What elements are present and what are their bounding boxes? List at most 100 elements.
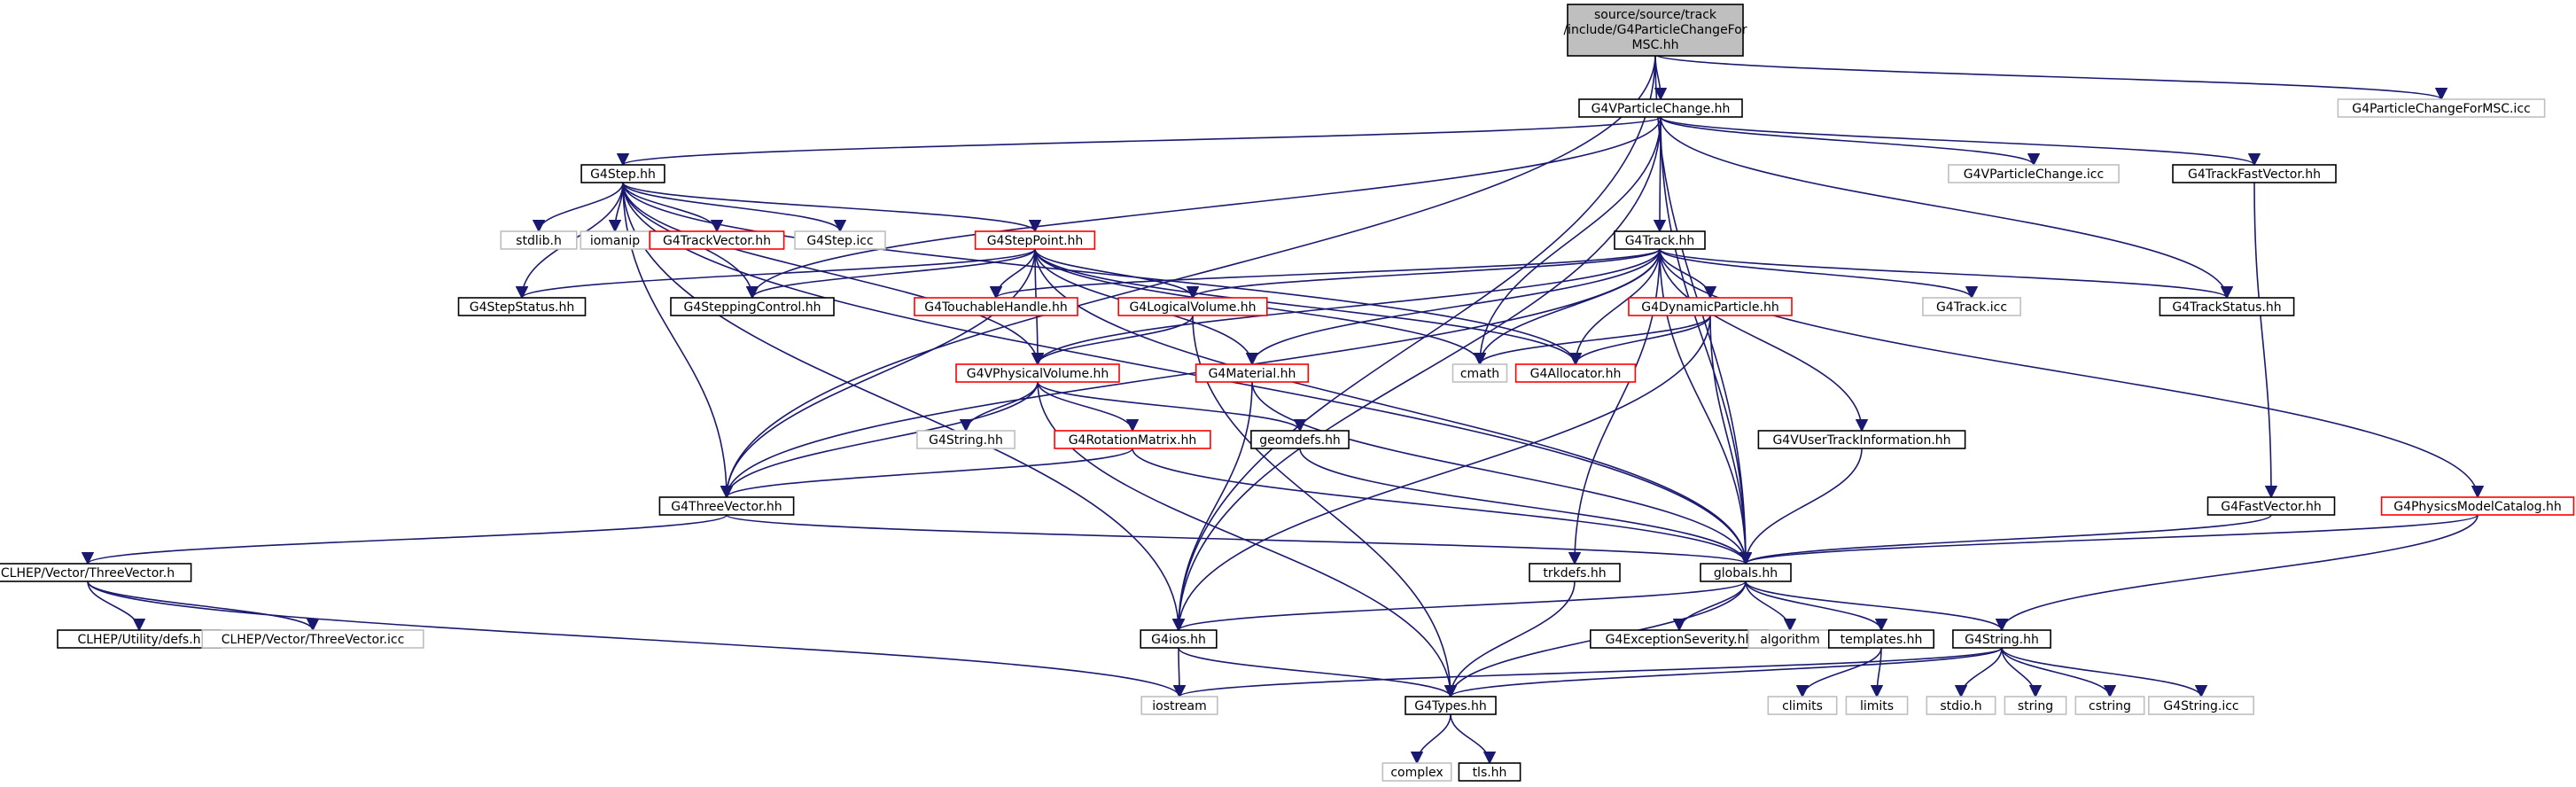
edge-step-to-steppoint (622, 182, 1041, 233)
edge-g4ios-to-g4types (1178, 647, 1458, 698)
node-pcfmsc_icc[interactable]: G4ParticleChangeForMSC.icc (2337, 98, 2546, 118)
node-fastvector[interactable]: G4FastVector.hh (2206, 496, 2336, 516)
node-steppoint[interactable]: G4StepPoint.hh (974, 230, 1096, 250)
edge-step-to-allocator (622, 182, 1583, 366)
node-g4string2[interactable]: G4String.hh (1952, 629, 2051, 649)
node-threevector[interactable]: G4ThreeVector.hh (658, 496, 795, 516)
node-dynamic[interactable]: G4DynamicParticle.hh (1628, 297, 1793, 316)
node-box-g4string_icc (2148, 696, 2255, 715)
node-geomdefs[interactable]: geomdefs.hh (1250, 430, 1350, 449)
node-label-fastvector: G4FastVector.hh (2221, 500, 2321, 514)
node-track_icc[interactable]: G4Track.icc (1922, 297, 2021, 316)
edge-track-to-dynamic (1659, 248, 1717, 300)
node-box-clhep_tv (0, 563, 192, 582)
edge-fastvector-to-globals (1739, 514, 2272, 565)
edge-threevector-to-clhep_tv (82, 514, 728, 565)
node-label-stdio: stdio.h (1940, 699, 1981, 713)
node-steppingcontrol[interactable]: G4SteppingControl.hh (670, 297, 835, 316)
node-g4ios[interactable]: G4ios.hh (1140, 629, 1218, 649)
node-label-tls: tls.hh (1473, 766, 1507, 780)
edge-step-to-threevector (622, 182, 734, 499)
node-stdlib[interactable]: stdlib.h (500, 230, 578, 250)
edge-steppoint-to-logical (1034, 248, 1200, 300)
root-node-line-1: source/source/track (1594, 8, 1717, 22)
edge-threevector-to-globals (726, 514, 1752, 565)
node-iostream[interactable]: iostream (1140, 696, 1218, 715)
edge-track-to-vuti (1659, 248, 1869, 432)
node-vpc_icc[interactable]: G4VParticleChange.icc (1948, 164, 2120, 183)
node-track[interactable]: G4Track.hh (1614, 230, 1706, 250)
node-vuti[interactable]: G4VUserTrackInformation.hh (1757, 430, 1966, 449)
node-excsev[interactable]: G4ExceptionSeverity.hh (1590, 629, 1770, 649)
node-pmc[interactable]: G4PhysicsModelCatalog.hh (2380, 496, 2575, 516)
edge-steppoint-to-stepstatus (516, 248, 1036, 300)
edge-clhep_tv-to-clhep_icc (87, 581, 320, 632)
node-box-step (580, 164, 665, 183)
node-box-g4ios (1140, 629, 1218, 649)
root-node[interactable]: source/source/track /include/G4ParticleC… (1563, 4, 1747, 57)
node-material[interactable]: G4Material.hh (1195, 363, 1310, 383)
node-algorithm[interactable]: algorithm (1747, 629, 1833, 649)
node-label-steppingcontrol: G4SteppingControl.hh (684, 300, 821, 315)
node-climits[interactable]: climits (1767, 696, 1838, 715)
node-step_icc[interactable]: G4Step.icc (794, 230, 886, 250)
node-vphys[interactable]: G4VPhysicalVolume.hh (955, 363, 1120, 383)
node-label-vphys: G4VPhysicalVolume.hh (967, 367, 1109, 381)
node-label-track: G4Track.hh (1625, 234, 1695, 248)
node-complex[interactable]: complex (1381, 762, 1452, 782)
node-cstring[interactable]: cstring (2074, 696, 2145, 715)
node-g4string_icc[interactable]: G4String.icc (2148, 696, 2255, 715)
node-box-climits (1767, 696, 1838, 715)
edge-vphys-to-rotation (1037, 381, 1140, 432)
edge-rotation-to-globals (1132, 448, 1753, 565)
node-touchable[interactable]: G4TouchableHandle.hh (914, 297, 1078, 316)
node-iomanip[interactable]: iomanip (580, 230, 650, 250)
node-box-material (1195, 363, 1310, 383)
node-globals[interactable]: globals.hh (1700, 563, 1792, 582)
node-clhep_tv[interactable]: CLHEP/Vector/ThreeVector.h (0, 563, 192, 582)
node-tls[interactable]: tls.hh (1458, 762, 1521, 782)
edge-vpc-to-cmath (1473, 116, 1662, 366)
node-clhep_defs[interactable]: CLHEP/Utility/defs.h (57, 629, 222, 649)
node-label-steppoint: G4StepPoint.hh (987, 234, 1084, 248)
node-label-iomanip: iomanip (590, 234, 640, 248)
node-trackstatus[interactable]: G4TrackStatus.hh (2159, 297, 2295, 316)
edge-track-to-pmc (1659, 248, 2485, 499)
edge-g4string2-to-string (2001, 647, 2043, 698)
node-trkdefs[interactable]: trkdefs.hh (1529, 563, 1621, 582)
node-stdio[interactable]: stdio.h (1926, 696, 1996, 715)
node-g4string[interactable]: G4String.hh (916, 430, 1016, 449)
root-node-line-3: MSC.hh (1632, 38, 1679, 52)
node-rotation[interactable]: G4RotationMatrix.hh (1054, 430, 1211, 449)
node-allocator[interactable]: G4Allocator.hh (1514, 363, 1637, 383)
node-tfv[interactable]: G4TrackFastVector.hh (2172, 164, 2337, 183)
node-label-limits: limits (1860, 699, 1894, 713)
node-box-cmath (1451, 363, 1508, 383)
node-cmath[interactable]: cmath (1451, 363, 1508, 383)
edge-root-to-g4ios (1171, 53, 1656, 632)
node-label-clhep_defs: CLHEP/Utility/defs.h (77, 633, 200, 647)
edge-dynamic-to-cmath (1473, 315, 1711, 366)
node-box-touchable (914, 297, 1078, 316)
edge-vpc-to-tfv (1660, 116, 2261, 167)
node-logical[interactable]: G4LogicalVolume.hh (1117, 297, 1268, 316)
node-clhep_icc[interactable]: CLHEP/Vector/ThreeVector.icc (201, 629, 424, 649)
node-label-g4string2: G4String.hh (1965, 633, 2039, 647)
node-box-tfv (2172, 164, 2337, 183)
node-templates[interactable]: templates.hh (1828, 629, 1935, 649)
node-label-g4string_icc: G4String.icc (2163, 699, 2238, 713)
node-box-tls (1458, 762, 1521, 782)
edge-step-to-trackvector (622, 182, 724, 233)
node-g4types[interactable]: G4Types.hh (1405, 696, 1497, 715)
node-trackvector[interactable]: G4TrackVector.hh (649, 230, 785, 250)
node-stepstatus[interactable]: G4StepStatus.hh (457, 297, 587, 316)
node-label-dynamic: G4DynamicParticle.hh (1641, 300, 1778, 315)
node-string[interactable]: string (2004, 696, 2067, 715)
node-limits[interactable]: limits (1845, 696, 1909, 715)
node-label-tfv: G4TrackFastVector.hh (2188, 168, 2321, 182)
edge-track-to-globals (1659, 248, 1753, 565)
node-vpc[interactable]: G4VParticleChange.hh (1578, 98, 1743, 118)
edge-templates-to-climits (1795, 647, 1882, 698)
node-step[interactable]: G4Step.hh (580, 164, 665, 183)
edge-clhep_tv-to-clhep_defs (87, 581, 146, 632)
